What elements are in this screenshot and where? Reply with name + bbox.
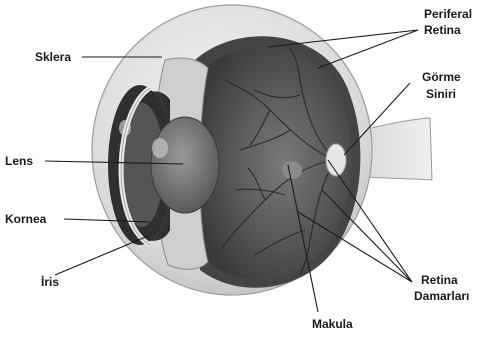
label-lens: Lens bbox=[5, 155, 33, 168]
label-retina-damarlari-line2: Damarları bbox=[414, 290, 469, 303]
leader-iris bbox=[55, 236, 148, 275]
label-periferal-retina-line1: Periferal bbox=[424, 8, 472, 21]
label-sklera: Sklera bbox=[35, 51, 71, 64]
lens-shape bbox=[151, 117, 219, 213]
label-gorme-siniri-line1: Görme bbox=[422, 71, 461, 84]
macula-spot bbox=[282, 161, 302, 179]
label-gorme-siniri-line2: Siniri bbox=[426, 88, 456, 101]
label-periferal-retina-line2: Retina bbox=[424, 24, 461, 37]
label-kornea: Kornea bbox=[5, 213, 46, 226]
label-retina-damarlari-line1: Retina bbox=[421, 274, 458, 287]
lens-highlight bbox=[152, 138, 168, 158]
label-iris: İris bbox=[41, 276, 59, 289]
label-makula: Makula bbox=[312, 318, 353, 331]
